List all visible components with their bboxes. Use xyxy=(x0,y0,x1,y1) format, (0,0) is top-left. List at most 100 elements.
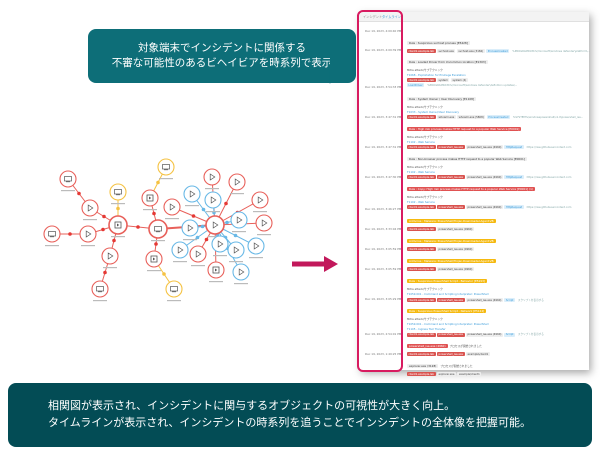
object-tag[interactable]: system xyxy=(437,78,450,82)
monitor-icon xyxy=(114,189,122,195)
object-tag[interactable]: example\client1 xyxy=(466,352,490,356)
rule-badge[interactable]: explorer.exe (3128) xyxy=(407,363,439,369)
node-label xyxy=(213,255,227,257)
object-tag[interactable]: %PROGRAMDATA%\microsoft\windows defender… xyxy=(512,49,590,53)
object-tag[interactable]: powershell_ise.exe (4960) xyxy=(466,333,503,337)
rule-badge[interactable]: Rule : High risk process makes HTTP requ… xyxy=(407,126,522,132)
object-tag[interactable]: %PROGRAMDATA%\microsoft\windows defender… xyxy=(427,83,518,87)
callout-box: 対象端末でインシデントに関係する 不審な可能性のあるビヘイビアを時系列で表示 xyxy=(88,29,356,83)
object-tag[interactable]: powershell_ise.exe xyxy=(437,352,465,356)
object-tag[interactable]: system (4) xyxy=(450,78,468,82)
graph-node xyxy=(148,219,168,239)
object-tag[interactable]: client1.example.lab xyxy=(407,78,436,82)
object-tag[interactable]: client1.example.lab xyxy=(407,298,436,302)
rule-badge[interactable]: Rule : Suspicious PowerShell Script - Be… xyxy=(407,278,487,284)
rule-badge[interactable]: Rule : Suspicious svchost process [E5428… xyxy=(407,40,470,46)
object-tag[interactable]: ProcessCreated xyxy=(486,115,510,119)
object-tag[interactable]: client1.example.lab xyxy=(407,333,436,337)
object-tag[interactable]: client1.example.lab xyxy=(407,145,436,149)
object-tag[interactable]: powershell_ise.exe xyxy=(437,175,465,179)
object-tag[interactable]: client1.example.lab xyxy=(407,175,436,179)
object-tag[interactable]: powershell_ise.exe xyxy=(437,298,465,302)
entry-header: Rule : High risk process makes HTTP requ… xyxy=(407,115,587,134)
correlation-graph xyxy=(43,158,273,302)
object-tag[interactable]: client1.example.lab xyxy=(407,372,436,376)
mitre-technique-link[interactable]: T1102 - Web Service xyxy=(407,140,435,145)
object-tag[interactable]: powershell_ise.exe (4960) xyxy=(466,175,503,179)
object-tag[interactable]: Script xyxy=(504,333,515,337)
process-icon xyxy=(85,230,92,238)
entry-timestamp: Dec 19, 2023, 2:54:01 PM xyxy=(365,332,402,336)
object-tag[interactable]: https://raw.githubusercontent.com xyxy=(526,175,572,179)
object-tag[interactable]: powershell_ise.exe (4960) xyxy=(466,298,503,302)
mitre-technique-link[interactable]: T1059.001 - Command and Scripting Interp… xyxy=(407,292,489,297)
object-tag[interactable]: whoami.exe (5808) xyxy=(457,115,486,119)
callout-line-2: 不審な可能性のあるビヘイビアを時系列で表示 xyxy=(111,57,333,69)
object-tag[interactable]: client1.example.lab xyxy=(407,115,436,119)
object-tag[interactable]: https://raw.githubusercontent.com xyxy=(526,205,572,209)
mitre-technique-link[interactable]: T1033 - System Owner/User Discovery xyxy=(407,110,459,115)
object-tag[interactable]: powershell_ise.exe (4960) xyxy=(437,227,474,231)
monitor-icon xyxy=(154,226,162,232)
edge-dot xyxy=(116,206,120,211)
mitre-technique-link[interactable]: T1102 - Web Service xyxy=(407,170,435,175)
object-tag[interactable]: client1.example.lab xyxy=(407,247,436,251)
tab-incident[interactable]: インシデント xyxy=(363,15,383,19)
object-tag[interactable]: example\client1 xyxy=(457,372,482,376)
object-tag[interactable]: LoadDriver xyxy=(407,83,425,87)
object-tag[interactable]: client1.example.lab xyxy=(407,352,436,356)
script-icon xyxy=(114,221,122,229)
rule-badge[interactable]: Rule : Loaded Driver from Uncommon locat… xyxy=(407,59,488,65)
object-tag[interactable]: client1.example.lab xyxy=(407,205,436,209)
object-tag[interactable]: powershell_ise.exe (4960) xyxy=(466,145,503,149)
object-tag[interactable]: svchost.exe (3184) xyxy=(456,49,485,53)
object-tag[interactable]: スクリプトを表示する xyxy=(517,298,544,302)
object-tag[interactable]: HttpRequest xyxy=(504,205,524,209)
object-tag[interactable]: powershell_ise.exe (4960) xyxy=(466,205,503,209)
object-tag[interactable]: powershell_ise.exe xyxy=(437,205,465,209)
rule-badge[interactable]: Rule : System Owner / User Discovery [E1… xyxy=(407,96,477,102)
rule-badge[interactable]: Rule : Suspicious PowerShell Script - Ne… xyxy=(407,308,487,314)
object-tag[interactable]: https://raw.githubusercontent.com xyxy=(526,145,572,149)
banner-line-2: タイムラインが表示され、インシデントの時系列を追うことでインシデントの全体像を把… xyxy=(48,416,532,429)
object-tag[interactable]: powershell_ise.exe xyxy=(437,145,465,149)
mitre-technique-link[interactable]: T1102 - Web Service xyxy=(407,200,435,205)
object-tag[interactable]: explorer.exe xyxy=(437,372,456,376)
object-tag[interactable]: whoami.exe xyxy=(437,115,456,119)
rule-badge[interactable]: Rule : Non-browser process makes HTTP re… xyxy=(407,156,527,162)
entry-header: Antivirus : Malware: PowerShell/Trojan.D… xyxy=(407,227,587,246)
object-tag[interactable]: svchost.exe xyxy=(437,49,456,53)
entry-timestamp: Dec 19, 2023, 4:09:40 PM xyxy=(365,29,402,33)
edge-dot xyxy=(152,211,156,216)
rule-badge[interactable]: Rule : Copy: High risk process makes HTT… xyxy=(407,186,535,192)
edge-dot xyxy=(103,270,107,275)
tab-timeline[interactable]: タイムライン xyxy=(382,15,401,19)
object-tag[interactable]: %SYSTEM%\windowspowershell\v1.0\powershe… xyxy=(512,115,584,119)
object-tag[interactable]: スクリプトを表示する xyxy=(517,333,544,337)
object-tag[interactable]: powershell_ise.exe (4960) xyxy=(437,247,474,251)
entry-timestamp: Dec 19, 2023, 3:05:59 PM xyxy=(365,267,402,271)
node-label xyxy=(151,240,165,242)
rule-badge[interactable]: Antivirus : Malware: PowerShell/Trojan.D… xyxy=(407,218,496,224)
edge-dot xyxy=(162,272,166,276)
object-tag[interactable]: HttpRequest xyxy=(504,145,524,149)
object-tag[interactable]: Script xyxy=(504,298,515,302)
script-glyph xyxy=(117,223,120,227)
rule-badge[interactable]: Antivirus : Malware: PowerShell/Trojan.D… xyxy=(407,238,496,244)
object-tag[interactable]: client1.example.lab xyxy=(407,227,436,231)
object-tag[interactable]: HttpRequest xyxy=(504,175,524,179)
object-tag[interactable]: powershell_ise.exe xyxy=(437,333,465,337)
mitre-technique-link[interactable]: T1105 - Ingress Tool Transfer xyxy=(407,326,446,331)
rule-badge[interactable]: powershell_ise.exe (4960) xyxy=(407,343,448,349)
rule-badge[interactable]: Antivirus : Malware: PowerShell/Trojan.D… xyxy=(407,258,496,264)
object-tag[interactable]: client1.example.lab xyxy=(407,267,436,271)
mitre-technique-link[interactable]: T1068 - Exploitation for Privilege Escal… xyxy=(407,73,466,78)
edge-dot xyxy=(101,227,105,232)
object-tag[interactable]: ProcessCreated xyxy=(486,49,510,53)
object-tag[interactable]: powershell_ise.exe (4960) xyxy=(437,267,474,271)
object-tag[interactable]: client1.example.lab xyxy=(407,49,436,53)
mitre-technique-link[interactable]: T1059.001 - Command and Scripting Interp… xyxy=(407,322,489,327)
